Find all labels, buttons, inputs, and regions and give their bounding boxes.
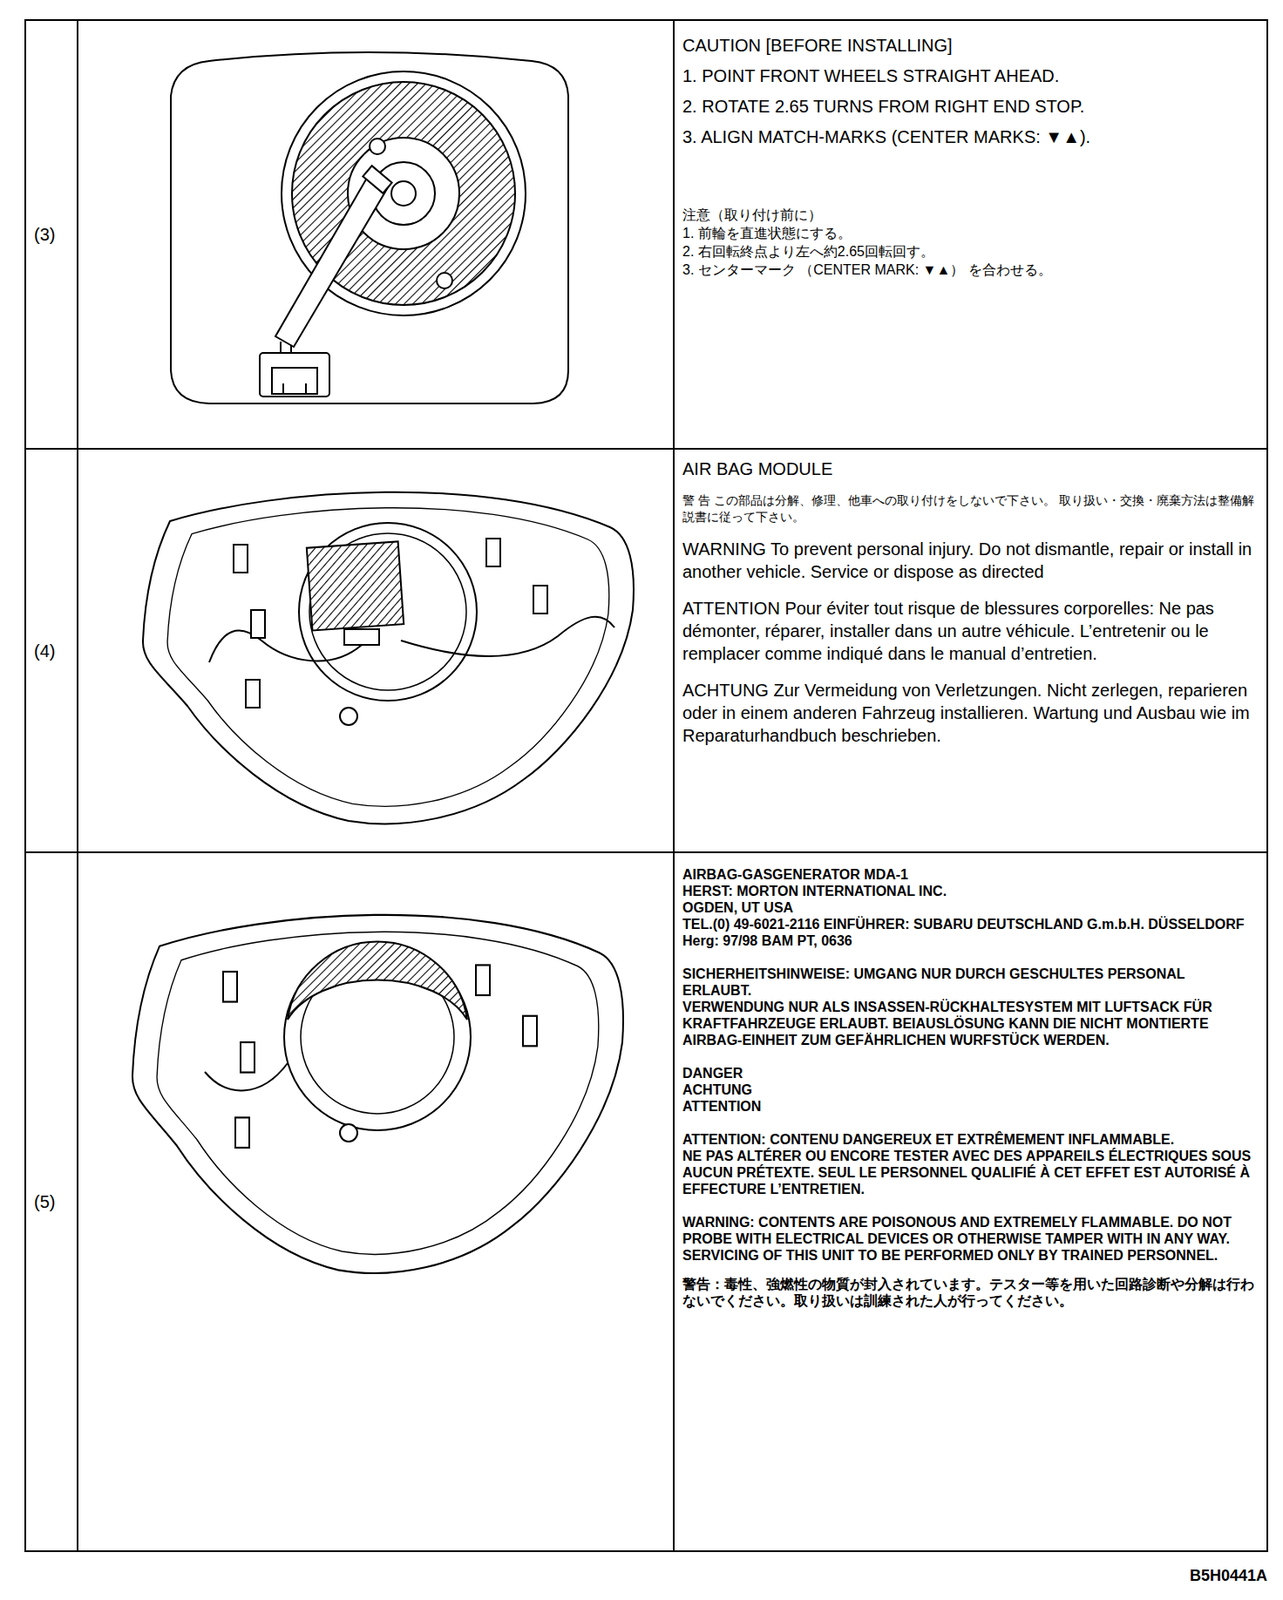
- label-text: SICHERHEITSHINWEISE: UMGANG NUR DURCH GE…: [682, 965, 1257, 999]
- airbag-module-illustration-part: [142, 492, 634, 825]
- table-grid: [25, 20, 1268, 1552]
- label-text: NE PAS ALTÉRER OU ENCORE TESTER AVEC DES…: [682, 1147, 1257, 1198]
- clock-spring-illustration-part: [436, 272, 453, 289]
- inflator-illustration-part-part: [522, 1016, 537, 1047]
- row-number: (5): [33, 1190, 78, 1214]
- airbag-module-illustration-part: [400, 617, 615, 658]
- label-text: ACHTUNG: [682, 1081, 1257, 1099]
- table-grid-part: [25, 851, 1268, 854]
- airbag-module-illustration-part: [251, 610, 265, 639]
- clock-spring-illustration-part: [282, 383, 285, 394]
- inflator-illustration-part-part: [132, 915, 624, 1274]
- label-text: 2. 右回転終点より左へ約2.65回転回す。: [682, 242, 1257, 261]
- label-text: VERWENDUNG NUR ALS INSASSEN-RÜCKHALTESYS…: [682, 998, 1257, 1049]
- inflator-illustration-part: [339, 1124, 358, 1142]
- airbag-module-illustration-part: [306, 541, 404, 631]
- table-grid-part: [25, 448, 1268, 450]
- inflator-illustration-part-part: [156, 931, 599, 1255]
- label-text: 警告：毒性、強燃性の物質が封入されています。テスター等を用いた回路診断や分解は行…: [682, 1276, 1257, 1310]
- airbag-module-illustration-part: [245, 679, 260, 708]
- airbag-module-illustration-part: [486, 538, 501, 567]
- airbag-module-illustration-part: [533, 585, 548, 614]
- label-text: ACHTUNG Zur Vermeidung von Verletzungen.…: [682, 678, 1257, 747]
- label-text: AIRBAG-GASGENERATOR MDA-1: [682, 866, 1257, 883]
- inflator-illustration-part-part: [223, 971, 238, 1003]
- airbag-module-illustration-part: [344, 629, 380, 645]
- table-cell: (3): [25, 20, 78, 449]
- inflator-illustration-part-part: [475, 964, 490, 996]
- label-text: HERST: MORTON INTERNATIONAL INC.: [682, 882, 1257, 900]
- table-grid-part: [672, 20, 675, 1552]
- table-grid-part: [25, 20, 1268, 1552]
- label-text: WARNING To prevent personal injury. Do n…: [682, 537, 1257, 584]
- label-text: AIR BAG MODULE: [682, 457, 1257, 481]
- clock-spring-illustration-part: [271, 367, 318, 394]
- clock-spring-illustration-part: [305, 383, 307, 394]
- clock-spring-illustration-part: [170, 52, 569, 404]
- inflator-illustration-part-part: [240, 1042, 255, 1073]
- table-cell: CAUTION [BEFORE INSTALLING] 1. POINT FRON…: [673, 20, 1268, 449]
- airbag-module-illustration-part: [233, 544, 248, 573]
- clock-spring-illustration-part: [362, 165, 392, 194]
- label-text: Herg: 97/98 BAM PT, 0636: [682, 932, 1257, 950]
- table-grid-part: [76, 20, 79, 1552]
- clock-spring-illustration-part: [259, 352, 330, 397]
- clock-spring-illustration-part: [369, 138, 386, 155]
- label-text: CAUTION [BEFORE INSTALLING]: [682, 33, 1257, 57]
- label-text: TEL.(0) 49-6021-2116 EINFÜHRER: SUBARU D…: [682, 916, 1257, 933]
- label-text: 1. POINT FRONT WHEELS STRAIGHT AHEAD.: [682, 64, 1257, 88]
- label-text: 3. センターマーク （CENTER MARK: ▼▲） を合わせる。: [682, 260, 1257, 279]
- clock-spring-illustration-part: [391, 181, 416, 206]
- label-text: 警 告 この部品は分解、修理、他車への取り付けをしないで下さい。 取り扱い・交換…: [682, 492, 1257, 526]
- row-number: (3): [33, 223, 78, 246]
- table-cell: AIR BAG MODULE 警 告 この部品は分解、修理、他車への取り付けをしな…: [673, 448, 1268, 853]
- label-text: ATTENTION Pour éviter tout risque de ble…: [682, 597, 1257, 666]
- inflator-illustration-part: [204, 1063, 288, 1091]
- label-text: OGDEN, UT USA: [682, 899, 1257, 917]
- label-text: 注意（取り付け前に）: [682, 205, 1257, 225]
- label-text: ATTENTION: CONTENU DANGEREUX ET EXTRÊMEM…: [682, 1131, 1257, 1148]
- label-text: WARNING: CONTENTS ARE POISONOUS AND EXTR…: [682, 1214, 1257, 1264]
- inflator-illustration: [132, 915, 624, 1274]
- label-text: 1. 前輪を直進状態にする。: [682, 224, 1257, 243]
- airbag-module-illustration-part: [167, 508, 610, 808]
- airbag-module-illustration-part: [209, 631, 362, 663]
- label-text: 3. ALIGN MATCH-MARKS (CENTER MARKS: ▼▲).: [682, 125, 1257, 149]
- airbag-module-illustration-part: [298, 522, 477, 701]
- clock-spring-illustration: [170, 52, 569, 404]
- table-cell: AIRBAG-GASGENERATOR MDA-1HERST: MORTON I…: [673, 852, 1268, 1552]
- airbag-module-illustration: [142, 492, 634, 825]
- label-text: DANGER: [682, 1065, 1257, 1082]
- label-text: ATTENTION: [682, 1098, 1257, 1115]
- row-number: (4): [33, 639, 78, 663]
- airbag-module-illustration-part: [339, 707, 358, 726]
- clock-spring-illustration-part: [275, 167, 391, 347]
- figure-code: B5H0441A: [1189, 1567, 1268, 1586]
- inflator-illustration-part: [287, 941, 468, 1020]
- table-cell: (5): [25, 852, 78, 1552]
- label-text: 2. ROTATE 2.65 TURNS FROM RIGHT END STOP…: [682, 95, 1257, 118]
- table-cell: (4): [25, 448, 78, 853]
- inflator-illustration-part-part: [235, 1117, 250, 1148]
- inflator-illustration-part: [132, 915, 624, 1274]
